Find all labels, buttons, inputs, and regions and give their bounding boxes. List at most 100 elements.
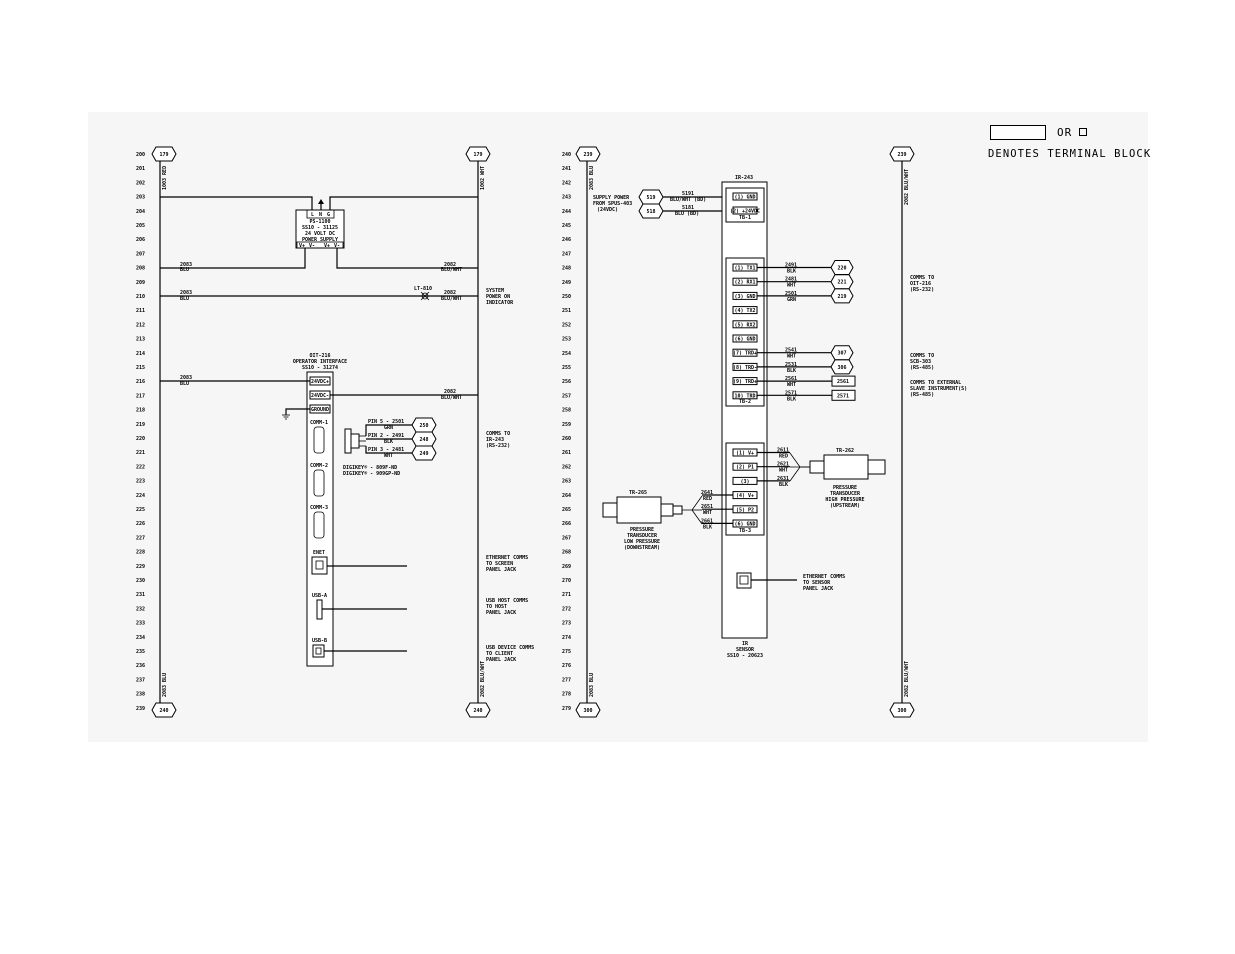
line-number: 230: [136, 578, 145, 584]
svg-text:239: 239: [583, 152, 592, 158]
note: COMMS TO: [910, 275, 934, 281]
ethernet-port: [311, 556, 328, 575]
port-label: USB-A: [312, 593, 327, 599]
line-number: 246: [562, 237, 571, 243]
line-number: 217: [136, 393, 145, 399]
tb-name: TB-2: [739, 399, 751, 405]
svg-text:179: 179: [473, 152, 482, 158]
line-number: 277: [562, 677, 571, 683]
wire-label: GRN: [787, 297, 796, 303]
wire-label: 2561: [785, 376, 797, 382]
oit-terminal-label: 24VDC-: [311, 393, 329, 399]
line-number: 278: [562, 692, 571, 698]
ps-tag: PS-1100: [309, 219, 330, 225]
line-number: 226: [136, 521, 145, 527]
line-number: 225: [136, 507, 145, 513]
wire-label: 2541: [785, 348, 797, 354]
ref-tag: 240: [151, 702, 177, 718]
ref-tag: 249: [411, 445, 437, 461]
line-number: 235: [136, 649, 145, 655]
line-number: 208: [136, 266, 145, 272]
transducer-tr265: [616, 496, 662, 524]
wire-label: 2571: [785, 390, 797, 396]
line-number: 205: [136, 223, 145, 229]
line-number: 212: [136, 322, 145, 328]
transducer-tag: TR-265: [629, 490, 647, 496]
line-number: 274: [562, 635, 571, 641]
ref-tag: 300: [575, 702, 601, 718]
line-number: 242: [562, 180, 571, 186]
pin-label: BLK: [384, 439, 393, 445]
terminal-label: (9) TRD+: [733, 379, 757, 385]
line-number: 227: [136, 535, 145, 541]
svg-text:240: 240: [159, 708, 168, 714]
ref-tag-label: 306: [837, 365, 846, 371]
oit-terminal-label: 24VDC+: [311, 379, 329, 385]
ir-tag: IR-243: [735, 175, 753, 181]
wire-label: RED: [703, 496, 712, 502]
terminal: [732, 192, 758, 201]
line-number: 238: [136, 692, 145, 698]
line-number: 262: [562, 464, 571, 470]
pin-label: PIN 3 - 2481: [368, 447, 404, 453]
wire-label: BLU/WHT: [441, 267, 462, 273]
rail-label: 1003 RED: [162, 166, 168, 190]
wire-label: 2481: [785, 277, 797, 283]
terminal-label: (6) GND: [734, 337, 755, 343]
line-number: 249: [562, 280, 571, 286]
terminal-label: (5) RX2: [734, 322, 755, 328]
note: TO HOST: [486, 604, 507, 610]
ref-tag: 248: [411, 431, 437, 447]
wire-label: WHT: [787, 354, 796, 360]
terminal-ref-label: 2561: [837, 379, 849, 385]
pin-label: PIN 5 - 2501: [368, 419, 404, 425]
svg-text:518: 518: [646, 209, 655, 215]
svg-text:300: 300: [897, 708, 906, 714]
line-number: 207: [136, 251, 145, 257]
line-number: 268: [562, 550, 571, 556]
ps-name: 24 VOLT DC: [305, 231, 335, 237]
note: PANEL JACK: [486, 567, 516, 573]
line-number: 244: [562, 209, 571, 215]
note: (24VDC): [597, 207, 618, 213]
rail-label: 2082 BLU/WHT: [904, 661, 910, 697]
note: POWER ON: [486, 294, 510, 300]
oit-tag: OIT-216: [309, 353, 330, 359]
line-number: 256: [562, 379, 571, 385]
ps-vm: V-: [334, 243, 340, 249]
wire-label: 2621: [777, 462, 789, 468]
note: ETHERNET COMMS: [803, 574, 845, 580]
line-number: 247: [562, 251, 571, 257]
ref-tag: 239: [889, 146, 915, 162]
wire-label: BLU/WHT: [441, 296, 462, 302]
line-number: 209: [136, 280, 145, 286]
pin-label: WHT: [384, 453, 393, 459]
line-number: 253: [562, 337, 571, 343]
pin-label: GRN: [384, 425, 393, 431]
note: SENSOR: [736, 647, 755, 653]
wire-label: BLU: [180, 267, 189, 273]
line-number: 266: [562, 521, 571, 527]
sensor-ethernet-port: [736, 572, 752, 589]
terminal-label: (2) +24VDC: [730, 209, 760, 215]
wire-label: 2631: [777, 476, 789, 482]
wire-label: 2491: [785, 263, 797, 269]
line-number: 245: [562, 223, 571, 229]
line-number: 248: [562, 266, 571, 272]
line-number: 224: [136, 493, 145, 499]
note: COMMS TO EXTERNAL: [910, 380, 961, 386]
line-number: 279: [562, 706, 571, 712]
line-number: 222: [136, 464, 145, 470]
svg-text:179: 179: [159, 152, 168, 158]
terminal-label: (1) TX1: [734, 266, 755, 272]
wire-label: 2082: [444, 262, 456, 268]
ref-tag: 250: [411, 417, 437, 433]
tb3-terminals: (1) V+(2) P1(3)(4) V+(5) P2(6) GND: [732, 448, 758, 528]
line-number: 219: [136, 422, 145, 428]
terminal-ref: [831, 375, 856, 387]
line-number: 263: [562, 479, 571, 485]
ps-name: POWER SUPPLY: [302, 237, 338, 243]
terminal-label: (2) P1: [736, 465, 754, 471]
line-number: 204: [136, 209, 145, 215]
wire-label: 2661: [701, 518, 713, 524]
